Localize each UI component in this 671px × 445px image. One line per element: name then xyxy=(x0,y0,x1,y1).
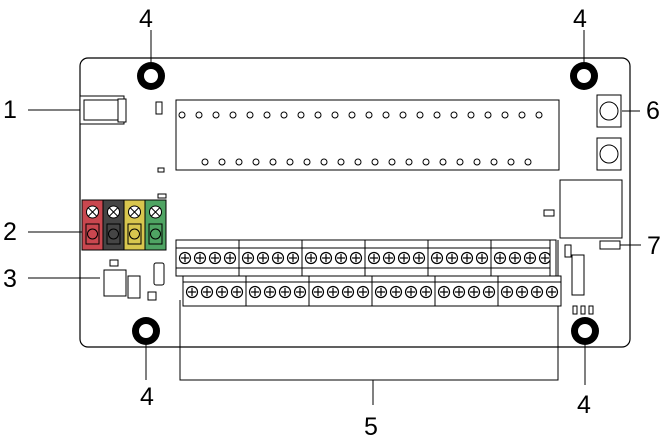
ic-module xyxy=(559,179,623,239)
header-pin xyxy=(501,111,509,119)
header-pin xyxy=(450,111,458,119)
terminal-hole xyxy=(108,228,119,240)
mounting-hole-icon xyxy=(571,317,599,345)
header-pin xyxy=(337,158,345,166)
push-button-top xyxy=(596,94,622,128)
header-pin xyxy=(297,111,305,119)
header-pin xyxy=(399,111,407,119)
terminal-hole xyxy=(150,228,161,240)
header-strip xyxy=(175,99,560,171)
header-pin xyxy=(286,158,294,166)
terminal-slot xyxy=(127,223,142,245)
header-pin xyxy=(235,158,243,166)
header-pin xyxy=(484,111,492,119)
callout-label: 1 xyxy=(3,96,17,124)
header-pin xyxy=(422,158,430,166)
header-pin xyxy=(433,111,441,119)
callout-label: 6 xyxy=(646,97,660,125)
terminal-hole xyxy=(129,228,140,240)
header-pin xyxy=(518,111,526,119)
header-pin xyxy=(178,111,186,119)
header-pin xyxy=(507,158,515,166)
header-pin xyxy=(405,158,413,166)
header-pin xyxy=(280,111,288,119)
header-pin xyxy=(314,111,322,119)
chip-module xyxy=(103,259,165,301)
mounting-hole-icon xyxy=(137,62,165,90)
terminal-slot xyxy=(85,223,100,245)
header-pin xyxy=(269,158,277,166)
callout-label: 3 xyxy=(3,265,17,293)
header-pin xyxy=(456,158,464,166)
header-pin xyxy=(535,111,543,119)
callout-label: 7 xyxy=(647,232,661,260)
callout-label: 4 xyxy=(140,383,154,411)
terminal-blocks-top xyxy=(175,239,557,277)
header-pin xyxy=(354,158,362,166)
header-pin xyxy=(218,158,226,166)
header-pin xyxy=(490,158,498,166)
header-pin xyxy=(365,111,373,119)
header-pins-bottom xyxy=(201,158,532,166)
header-pins-top xyxy=(178,111,543,119)
callout-label: 4 xyxy=(573,5,587,33)
header-pin xyxy=(348,111,356,119)
terminal-bracket xyxy=(179,240,559,381)
header-pin xyxy=(195,111,203,119)
colored-terminals xyxy=(81,199,167,251)
header-pin xyxy=(229,111,237,119)
header-pin xyxy=(467,111,475,119)
terminal-hole xyxy=(87,228,98,240)
header-pin xyxy=(263,111,271,119)
header-pin xyxy=(201,158,209,166)
header-pin xyxy=(524,158,532,166)
header-pin xyxy=(252,158,260,166)
header-pin xyxy=(439,158,447,166)
terminal-slot xyxy=(106,223,121,245)
header-pin xyxy=(371,158,379,166)
header-pin xyxy=(246,111,254,119)
mounting-hole-icon xyxy=(132,317,160,345)
push-button-bottom xyxy=(596,137,622,171)
header-pin xyxy=(382,111,390,119)
power-jack xyxy=(79,95,127,125)
header-pin xyxy=(473,158,481,166)
header-pin xyxy=(416,111,424,119)
terminal-slot xyxy=(148,223,163,245)
callout-label: 2 xyxy=(3,218,17,246)
header-pin xyxy=(212,111,220,119)
callout-label: 4 xyxy=(139,5,153,33)
terminal-blocks-bottom xyxy=(182,275,562,307)
header-pin xyxy=(303,158,311,166)
header-pin xyxy=(331,111,339,119)
header-pin xyxy=(388,158,396,166)
header-pin xyxy=(320,158,328,166)
relay-connector xyxy=(599,240,621,250)
callout-label: 4 xyxy=(577,391,591,419)
mounting-hole-icon xyxy=(570,62,598,90)
callout-label: 5 xyxy=(364,413,378,441)
